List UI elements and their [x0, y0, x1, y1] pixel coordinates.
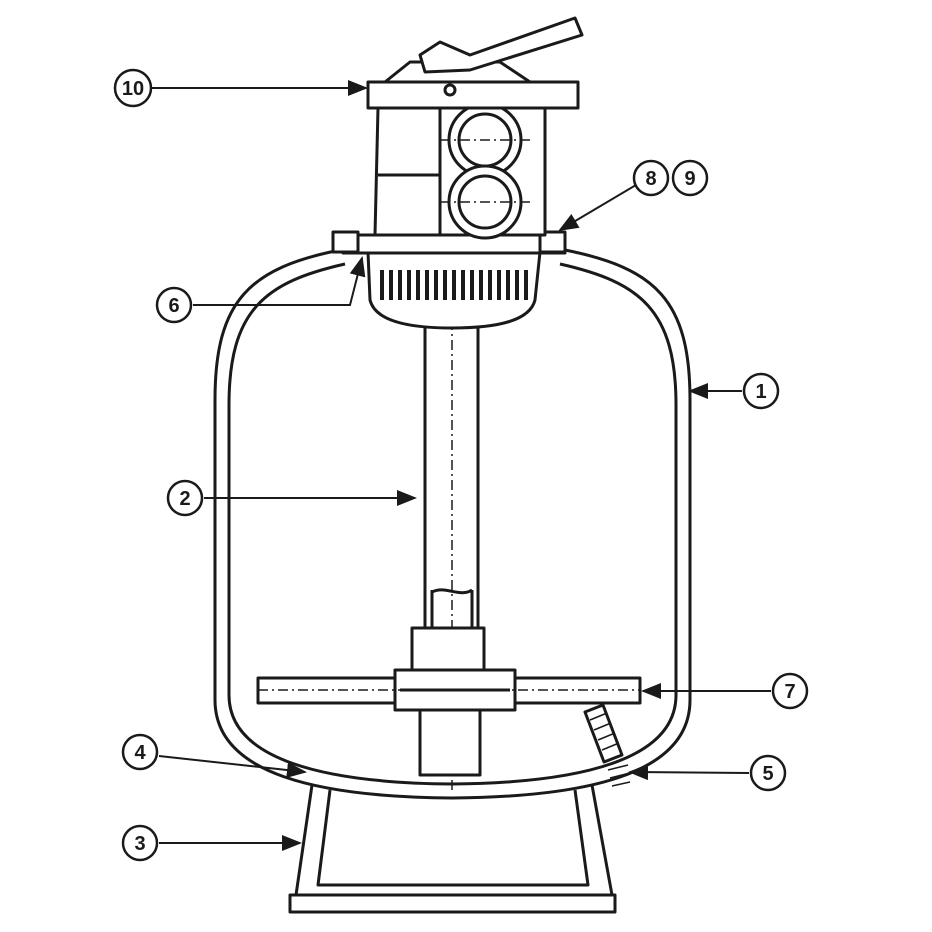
diffuser-slot: [407, 270, 411, 300]
diffuser-slot: [443, 270, 447, 300]
diffuser: [366, 250, 542, 330]
diffuser-slot: [488, 270, 492, 300]
callout-label: 4: [134, 742, 146, 764]
callout-9: 9: [671, 159, 709, 197]
diffuser-slot: [389, 270, 393, 300]
diffuser-slot: [461, 270, 465, 300]
callout-6: 6: [155, 286, 193, 324]
diffuser-slot: [470, 270, 474, 300]
callout-label: 5: [762, 763, 773, 785]
diffuser-slot: [434, 270, 438, 300]
callout-label: 3: [134, 833, 145, 855]
diffuser-slot: [380, 270, 384, 300]
diffuser-slot: [452, 270, 456, 300]
callout-label: 6: [168, 295, 179, 317]
multiport-valve: [331, 16, 584, 255]
diffuser-slot: [524, 270, 528, 300]
lateral-assembly: [256, 668, 642, 712]
callout-4: 4: [121, 733, 159, 771]
tank-stand: [288, 784, 617, 914]
callout-label: 10: [122, 78, 144, 100]
callout-1: 1: [742, 372, 780, 410]
callout-2: 2: [166, 479, 204, 517]
callout-label: 7: [784, 681, 795, 703]
callout-label: 2: [179, 488, 190, 510]
diffuser-slot: [515, 270, 519, 300]
diffuser-slot: [416, 270, 420, 300]
callout-5: 5: [749, 754, 787, 792]
callout-label: 8: [645, 168, 656, 190]
callout-label: 1: [755, 381, 766, 403]
callout-10: 10: [113, 68, 153, 108]
callout-3: 3: [121, 824, 159, 862]
diffuser-slot: [479, 270, 483, 300]
diffuser-slot: [497, 270, 501, 300]
diffuser-slot: [506, 270, 510, 300]
standpipe: [410, 60, 486, 790]
callout-label: 9: [684, 168, 695, 190]
leader-lines: [152, 80, 771, 851]
callout-8: 8: [632, 159, 670, 197]
callout-7: 7: [771, 672, 809, 710]
diffuser-slot: [398, 270, 402, 300]
drain-plug: [583, 703, 631, 787]
diffuser-slot: [425, 270, 429, 300]
